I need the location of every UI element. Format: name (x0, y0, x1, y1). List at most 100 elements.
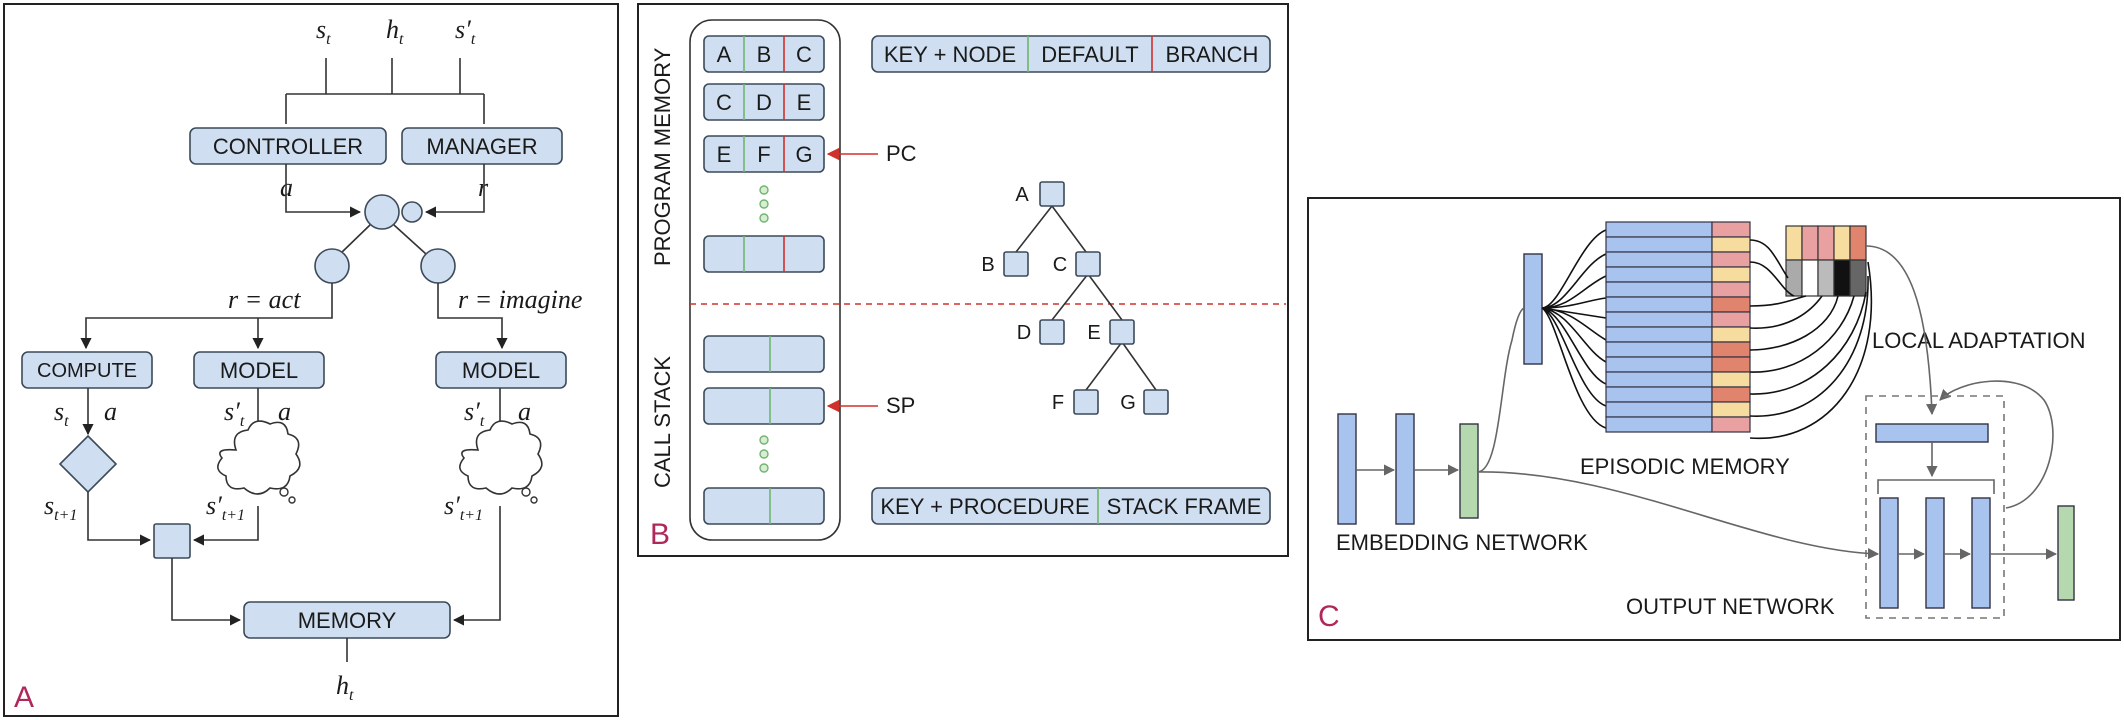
legend-branch: BRANCH (1166, 42, 1259, 67)
output-network-label: OUTPUT NETWORK (1626, 594, 1835, 619)
episodic-value-cell (1711, 296, 1751, 313)
episodic-value-cell (1711, 341, 1751, 358)
svg-text:A: A (1015, 184, 1029, 206)
svg-text:E: E (1087, 322, 1100, 344)
embedding-network (1337, 413, 1479, 525)
stack-ellipsis (759, 435, 769, 473)
manager-to-gate-arrow (424, 164, 485, 218)
compute-state-label: st (54, 397, 69, 430)
embedding-to-output-line (1477, 471, 1880, 560)
episodic-key-cell (1605, 401, 1713, 418)
retrieved-neighbors (1785, 225, 1867, 297)
episodic-key-cell (1605, 311, 1713, 328)
svg-text:F: F (757, 142, 770, 167)
memory-label: MEMORY (298, 608, 397, 633)
compute-action-label: a (104, 397, 117, 426)
program-ellipsis (759, 185, 769, 223)
hidden-label-bottom: ht (336, 671, 354, 704)
model-right-label: MODEL (462, 358, 540, 383)
episodic-key-cell (1605, 341, 1713, 358)
episodic-value-cell (1711, 266, 1751, 283)
adaptation-loop-arrow (1939, 380, 2054, 509)
episodic-memory-table (1605, 221, 1751, 433)
svg-text:E: E (717, 142, 732, 167)
tree-node-b (1003, 251, 1029, 277)
svg-text:C: C (796, 42, 812, 67)
episodic-key-cell (1605, 356, 1713, 373)
state-label-top: st (316, 15, 331, 48)
panel-c-frame (1307, 197, 2121, 641)
route-act-label: r = act (228, 285, 301, 314)
controller-label: CONTROLLER (213, 134, 363, 159)
svg-text:G: G (795, 142, 812, 167)
memory-to-neighbor-lines (1749, 239, 1873, 440)
gate-branch-lines (339, 224, 427, 255)
next-state-label-model-left: s′t+1 (206, 491, 245, 524)
episodic-key-cell (1605, 326, 1713, 343)
gate-circle (364, 194, 400, 230)
panel-b: B PROGRAM MEMORY CALL STACK A B C C D E … (637, 3, 1289, 557)
program-memory-label: PROGRAM MEMORY (650, 47, 675, 266)
episodic-key-cell (1605, 221, 1713, 238)
pc-label: PC (886, 141, 917, 166)
adaptation-region (1865, 395, 2005, 619)
model-left-box (193, 351, 325, 389)
query-key-vector (1523, 253, 1543, 365)
svg-text:D: D (1017, 322, 1031, 344)
svg-text:C: C (716, 90, 732, 115)
next-state-label-model-right: s′t+1 (444, 491, 483, 524)
next-state-label-compute: st+1 (44, 491, 77, 524)
manager-label: MANAGER (426, 134, 537, 159)
program-row-empty (703, 235, 825, 273)
tree-node-a (1039, 181, 1065, 207)
output-bracket (1877, 479, 1995, 494)
compute-box (21, 351, 153, 389)
controller-box (189, 127, 387, 165)
adaptation-gradient-bar (1875, 423, 1989, 443)
output-network (1879, 497, 2075, 609)
compute-diamond (58, 434, 118, 494)
episodic-value-cell (1711, 281, 1751, 298)
panel-c-letter: C (1318, 600, 1340, 633)
imagination-cloud-left (217, 420, 301, 504)
episodic-key-cell (1605, 371, 1713, 388)
hidden-label-top: ht (386, 15, 404, 48)
episodic-key-cell (1605, 236, 1713, 253)
episodic-value-cell (1711, 416, 1751, 433)
model-right-to-memory-arrow (452, 506, 501, 626)
stack-row-3 (703, 487, 825, 525)
model-right-state-label: s′t (464, 397, 485, 430)
tree-node-g (1143, 389, 1169, 415)
sp-label: SP (886, 393, 915, 418)
controller-to-gate-arrow (285, 164, 362, 218)
legend-node-format: KEY + NODE DEFAULT BRANCH (871, 35, 1271, 73)
imagine-branch-circle (420, 248, 456, 284)
episodic-key-cell (1605, 281, 1713, 298)
model-left-label: MODEL (220, 358, 298, 383)
stack-row-2 (703, 387, 825, 425)
program-tree: A B C D E F G (981, 181, 1169, 415)
legend-key-procedure: KEY + PROCEDURE (880, 494, 1089, 519)
legend-key-node: KEY + NODE (884, 42, 1016, 67)
call-stack-label: CALL STACK (650, 356, 675, 488)
program-row-1: A B C (703, 35, 825, 73)
svg-text:F: F (1052, 392, 1064, 414)
embedding-network-label: EMBEDDING NETWORK (1336, 530, 1588, 555)
model-right-action-label: a (518, 397, 531, 426)
tree-node-d (1039, 319, 1065, 345)
program-row-2: C D E (703, 83, 825, 121)
neighbors-to-adaptation-arrow (1865, 245, 1938, 416)
svg-text:B: B (981, 254, 994, 276)
tree-node-e (1109, 319, 1135, 345)
episodic-value-cell (1711, 386, 1751, 403)
episodic-key-cell (1605, 296, 1713, 313)
panel-b-letter: B (650, 518, 670, 551)
model-right-box (435, 351, 567, 389)
embedding-to-key-line (1477, 307, 1525, 473)
tree-node-c (1075, 251, 1101, 277)
svg-text:D: D (756, 90, 772, 115)
episodic-key-cell (1605, 251, 1713, 268)
episodic-value-cell (1711, 371, 1751, 388)
panel-a-letter: A (14, 681, 34, 714)
episodic-value-cell (1711, 311, 1751, 328)
